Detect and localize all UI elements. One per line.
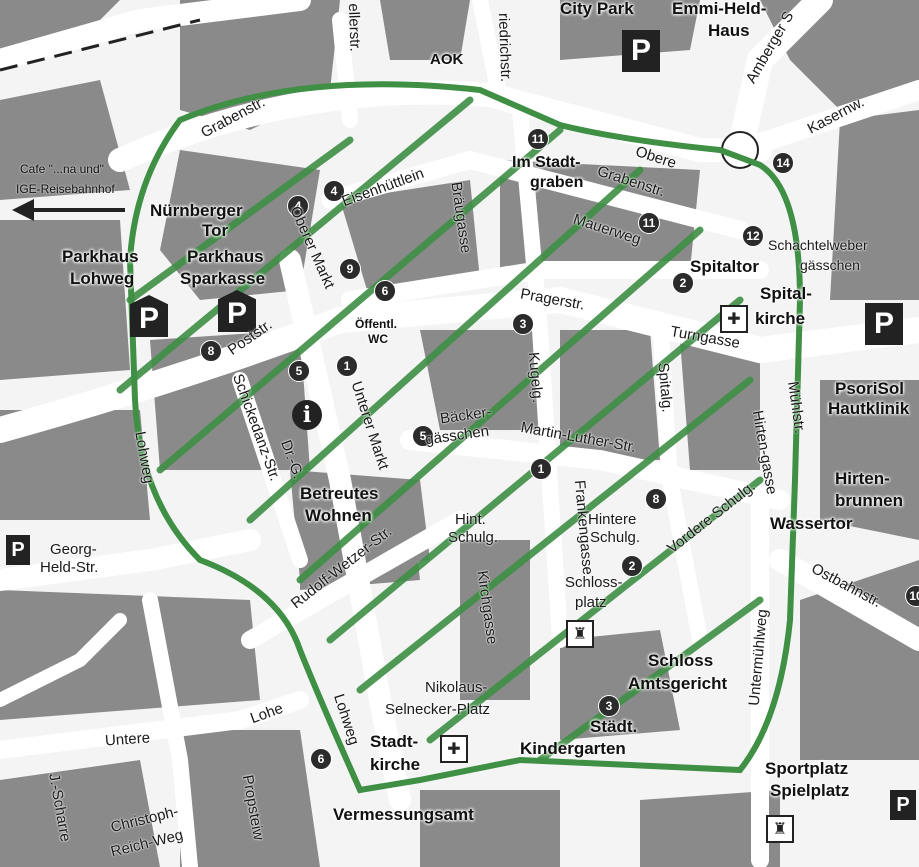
- label-stadtgraben: graben: [530, 174, 584, 191]
- marker-1-north: 1: [336, 355, 358, 377]
- label-vermessungsamt: Vermessungsamt: [333, 805, 474, 824]
- church-icon: ✚: [720, 305, 748, 333]
- marker-8-east: 8: [645, 488, 667, 510]
- label-psorisol: PsoriSol: [835, 379, 904, 398]
- label-schloss: Schloss: [648, 651, 714, 670]
- marker-5-south: 5: [412, 425, 434, 447]
- parking-southeast-icon: P: [890, 790, 916, 820]
- marker-9: 9: [339, 258, 361, 280]
- label-platz: platz: [575, 594, 607, 611]
- marker-1-south: 1: [530, 458, 552, 480]
- label-betreutes: Betreutes: [300, 484, 379, 503]
- label-selnecker-platz: Selnecker-Platz: [385, 701, 491, 718]
- label-im-stadtgraben: Im Stadt-: [512, 154, 581, 171]
- label-aok: AOK: [430, 51, 464, 68]
- label-nurnberger: Nürnberger: [150, 201, 243, 220]
- label-friedrichstr: riedrichstr.: [494, 12, 515, 83]
- label-hautklinik: Hautklinik: [828, 399, 910, 418]
- parking-lohweg-icon: P: [130, 295, 168, 337]
- parking-west-icon: P: [6, 535, 30, 565]
- label-kirche: kirche: [370, 755, 421, 774]
- label-ige-reisebahnhof: IGE-Reisebahnhof: [16, 182, 115, 196]
- label-nikolaus: Nikolaus-: [425, 679, 488, 696]
- marker-3-center: 3: [512, 313, 534, 335]
- label-schloss-platz: Schloss-: [565, 574, 623, 591]
- stadtkirche-church-icon: ✚: [440, 735, 468, 763]
- label-sparkasse: Sparkasse: [180, 269, 266, 288]
- label-kugelg: Kugelg.: [524, 351, 547, 404]
- railway: [0, 18, 201, 72]
- marker-11-mid: 11: [638, 212, 660, 234]
- zone-boundary: [126, 81, 804, 794]
- marker-5-north: 5: [288, 360, 310, 382]
- label-spitaltor: Spitaltor: [690, 257, 759, 276]
- marker-6-south: 6: [310, 748, 332, 770]
- label-kindergarten: Kindergarten: [520, 739, 626, 758]
- label-hint-schulg: Schulg.: [448, 529, 499, 546]
- label-hint: Hint.: [455, 511, 486, 528]
- label-spital: Spital-: [760, 284, 812, 303]
- marker-10: 10: [905, 585, 919, 607]
- label-spielplatz: Spielplatz: [770, 781, 850, 800]
- label-untere: Untere: [104, 729, 151, 750]
- marker-2-north: 2: [672, 272, 694, 294]
- label-emmi-held: Emmi-Held-: [672, 0, 767, 18]
- marker-6-center: 6: [374, 280, 396, 302]
- label-brunnen: brunnen: [835, 491, 903, 510]
- label-wassertor: Wassertor: [770, 514, 853, 533]
- marker-3-south: 3: [598, 695, 620, 717]
- label-lohweg: Lohweg: [70, 269, 135, 288]
- label-hintere-schulg: Schulg.: [590, 529, 641, 546]
- information-icon: i: [292, 400, 322, 430]
- label-city-park: City Park: [560, 0, 634, 18]
- label-parkhaus-lohweg: Parkhaus: [62, 247, 139, 266]
- label-schachtelweber-gasschen: gässchen: [800, 257, 860, 273]
- label-schachtelweber: Schachtelweber: [768, 237, 868, 253]
- label-georg: Georg-: [50, 541, 97, 558]
- label-hintere: Hintere: [588, 511, 637, 528]
- label-stadt-kindergarten: Städt.: [590, 717, 638, 736]
- label-sportplatz: Sportplatz: [765, 759, 849, 778]
- label-stadt: Stadt-: [370, 732, 419, 751]
- label-amtsgericht: Amtsgericht: [628, 674, 728, 693]
- marker-12: 12: [742, 225, 764, 247]
- label-spitalg: Spitalg.: [654, 361, 676, 414]
- label-offentl: Öffentl.: [355, 317, 397, 331]
- label-kellerstr: ellerstr.: [344, 3, 364, 52]
- playground-icon: ♜: [766, 815, 794, 843]
- parking-city-park-icon: P: [622, 30, 660, 72]
- label-wohnen: Wohnen: [305, 506, 372, 525]
- monument-icon: ♜: [566, 620, 594, 648]
- label-wc: WC: [368, 332, 388, 346]
- label-nurnberger-tor: Tor: [202, 221, 229, 240]
- marker-14: 14: [772, 152, 794, 174]
- arrow-left-icon: [12, 199, 125, 221]
- label-parkhaus-sparkasse: Parkhaus: [187, 247, 264, 266]
- label-cafe: Cafe "...na und": [20, 162, 104, 176]
- label-held-str: Held-Str.: [40, 559, 99, 576]
- label-hirten: Hirten-: [835, 469, 890, 488]
- marker-4-left: 4: [287, 195, 309, 217]
- label-emmi-haus: Haus: [708, 21, 750, 40]
- marker-11-top: 11: [527, 128, 549, 150]
- marker-2-south: 2: [621, 555, 643, 577]
- label-spitalkirche: kirche: [755, 309, 806, 328]
- marker-4-right: 4: [323, 180, 345, 202]
- marker-8-west: 8: [200, 340, 222, 362]
- parking-sparkasse-icon: P: [218, 290, 256, 332]
- parking-east-icon: P: [865, 303, 903, 345]
